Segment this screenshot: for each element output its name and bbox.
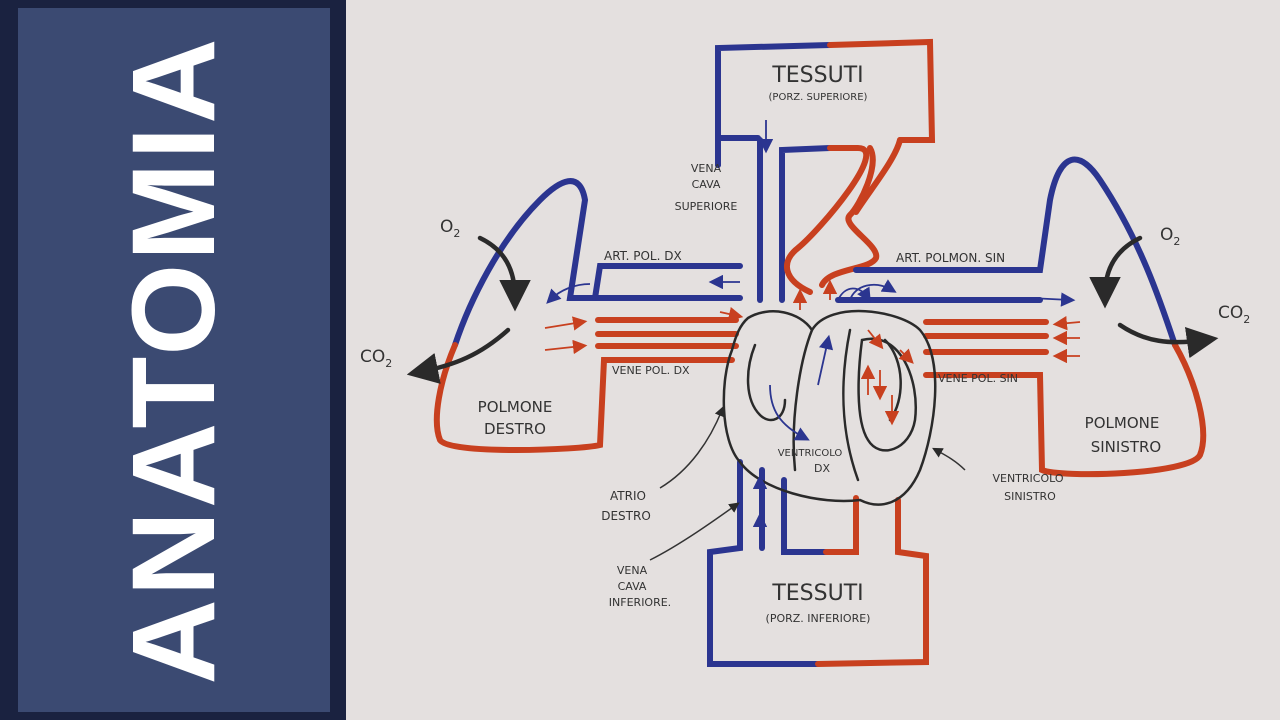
label-atrio-destro-2: DESTRO (601, 509, 651, 523)
flow-arrows (544, 120, 1081, 538)
right-lung-outline (433, 178, 743, 453)
label-ventricolo-sinistro-2: SINISTRO (1004, 490, 1056, 503)
label-vena-cava-inf-3: INFERIORE. (609, 596, 671, 609)
label-tessuti-upper: TESSUTI (771, 63, 863, 88)
label-vena-cava-inf-1: VENA (617, 564, 648, 577)
label-vena-cava-sup-1: VENA (691, 162, 722, 175)
label-ventricolo-sinistro-1: VENTRICOLO (992, 472, 1063, 485)
circulation-diagram: TESSUTI (PORZ. SUPERIORE) TESSUTI (PORZ.… (360, 38, 1250, 667)
label-vena-cava-sup-3: SUPERIORE (675, 200, 738, 213)
sidebar-panel (18, 8, 330, 712)
heart-outline (722, 309, 937, 506)
label-art-pol-dx: ART. POL. DX (604, 249, 682, 263)
diagram-labels: TESSUTI (PORZ. SUPERIORE) TESSUTI (PORZ.… (360, 63, 1250, 625)
label-atrio-destro-1: ATRIO (610, 489, 646, 503)
label-o2-left: O2 (440, 217, 460, 240)
label-polmone-sinistro-2: SINISTRO (1091, 438, 1162, 456)
label-ventricolo-dx-2: DX (814, 462, 830, 475)
label-polmone-destro-1: POLMONE (478, 398, 553, 416)
left-lung-outline (835, 156, 1207, 478)
label-tessuti-upper-sub: (PORZ. SUPERIORE) (769, 92, 868, 103)
label-vene-pol-dx: VENE POL. DX (612, 364, 690, 377)
sidebar-title: ANATOMIA (108, 35, 240, 685)
gas-exchange-arrows (406, 235, 1219, 384)
label-art-pol-sin: ART. POLMON. SIN (896, 251, 1005, 265)
label-pointers (649, 405, 966, 561)
label-o2-right: O2 (1160, 225, 1180, 248)
label-vene-pol-sin: VENE POL. SIN (938, 372, 1018, 385)
sidebar: ANATOMIA (0, 0, 346, 720)
label-vena-cava-inf-2: CAVA (618, 580, 647, 593)
label-ventricolo-dx-1: VENTRICOLO (778, 448, 843, 459)
label-tessuti-lower-sub: (PORZ. INFERIORE) (766, 612, 871, 625)
lower-tissues-vessels (707, 459, 929, 667)
upper-tissues-vessels (715, 38, 936, 303)
label-polmone-sinistro-1: POLMONE (1085, 414, 1160, 432)
label-co2-left: CO2 (360, 347, 392, 370)
label-co2-right: CO2 (1218, 303, 1250, 326)
drawing-canvas: TESSUTI (PORZ. SUPERIORE) TESSUTI (PORZ.… (346, 0, 1280, 720)
label-polmone-destro-2: DESTRO (484, 420, 546, 438)
label-vena-cava-sup-2: CAVA (692, 178, 721, 191)
label-tessuti-lower: TESSUTI (771, 581, 863, 606)
